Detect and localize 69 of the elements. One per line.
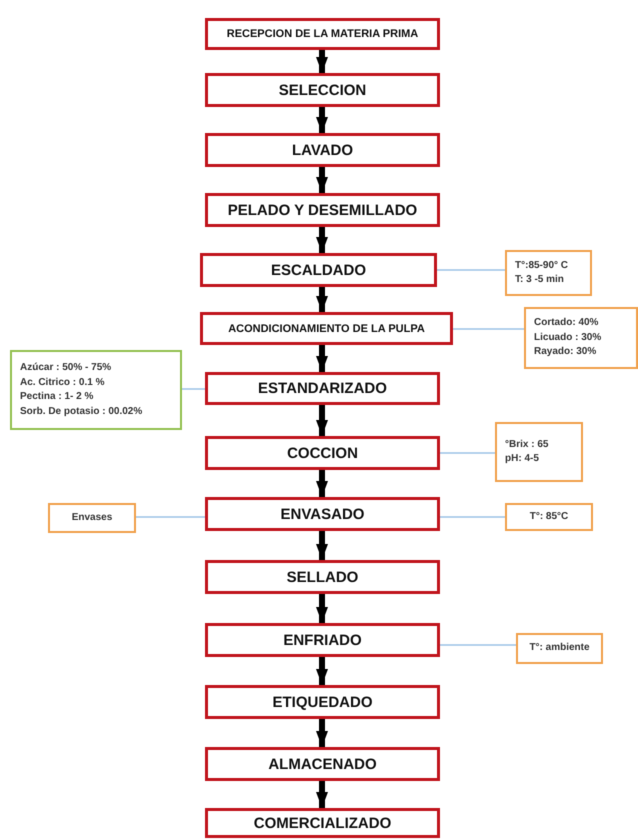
step-label: COCCION [287,444,358,462]
arrow [316,50,328,73]
process-box [205,685,440,719]
step-label: SELLADO [286,568,358,586]
parameter-text: Pectina : 1- 2 % [20,390,94,404]
step-label: ENVASADO [280,506,364,522]
parameter-text: Rayado: 30% [534,345,598,360]
step-label: COMERCIALIZADO [254,814,392,832]
process-box [205,73,440,107]
process-box [200,312,453,345]
parameter-box [10,350,182,430]
parameter-text: Licuado : 30% [534,330,602,345]
process-box [205,133,440,167]
step-label: SELECCION [278,82,366,98]
arrow [316,719,328,747]
process-box [200,253,437,287]
parameter-text: T°: ambiente [529,641,590,656]
parameter-box [516,633,603,664]
step-label: RECEPCION DE LA MATERIA PRIMA [226,28,418,40]
parameter-text: pH: 4-5 [505,452,540,466]
arrow [316,531,328,560]
arrow [316,107,328,133]
process-box [205,808,440,838]
step-label: LAVADO [292,142,354,158]
process-box [205,747,440,781]
connector-line [440,644,516,646]
process-box [205,497,440,531]
arrow [316,287,328,312]
step-label: ESTANDARIZADO [258,380,387,397]
process-box [205,18,440,50]
parameter-text: T: 3 -5 min [515,273,565,287]
arrow [316,227,328,253]
step-label: PELADO Y DESEMILLADO [228,202,418,218]
arrow [316,167,328,193]
step-label: ALMACENADO [268,756,377,772]
parameter-box [505,503,593,531]
connector-line [182,388,205,390]
step-label: ETIQUEDADO [272,694,372,710]
process-box [205,372,440,405]
connector-line [437,269,505,271]
parameter-text: T°: 85°C [530,510,568,524]
parameter-text: T°:85-90° C [515,258,570,272]
arrow [316,657,328,685]
parameter-text: Envases [72,510,112,525]
parameter-text: Cortado: 40% [534,316,600,330]
arrow [316,405,328,436]
process-box [205,193,440,227]
connector-line [440,516,505,518]
parameter-text: Azúcar : 50% - 75% [20,361,112,375]
step-label: ACONDICIONAMIENTO DE LA PULPA [228,322,425,334]
process-box [205,436,440,470]
parameter-text: °Brix : 65 [505,438,550,452]
parameter-text: Ac. Citrico : 0.1 % [20,376,106,390]
arrow [316,781,328,808]
step-label: ESCALDADO [270,262,366,278]
arrow [316,594,328,623]
arrow [316,470,328,497]
connector-line [440,452,495,454]
parameter-box [524,307,638,369]
process-box [205,623,440,657]
parameter-text: Sorb. De potasio : 00.02% [20,404,144,418]
parameter-box [505,250,592,296]
arrow [316,345,328,372]
connector-line [453,328,524,330]
parameter-box [495,422,583,482]
step-label: ENFRIADO [283,632,362,648]
parameter-box [48,503,136,533]
process-box [205,560,440,594]
connector-line [136,516,205,518]
